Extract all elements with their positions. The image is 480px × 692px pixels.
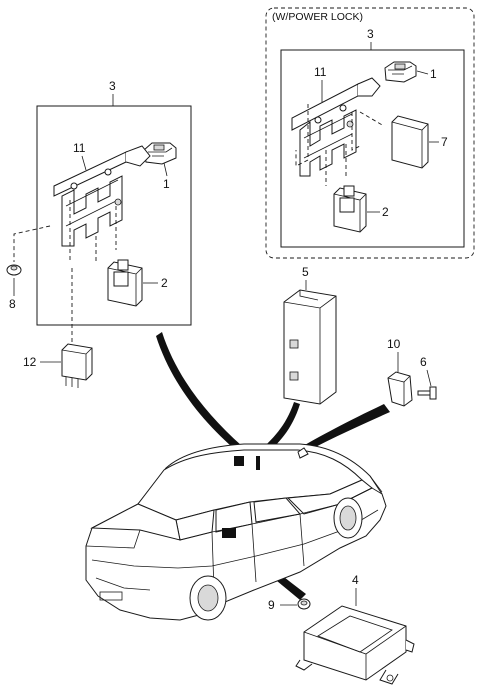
swoosh-10-to-car bbox=[296, 404, 390, 456]
label-12: 12 bbox=[23, 355, 37, 369]
part-2-module-left bbox=[107, 259, 143, 307]
label-2-right: 2 bbox=[382, 205, 389, 219]
power-lock-option-group: (W/POWER LOCK) 3 1 11 bbox=[265, 7, 475, 259]
car-mount-marker-2 bbox=[256, 456, 260, 470]
option-dashed-border bbox=[265, 7, 475, 259]
swoosh-left-to-car bbox=[156, 332, 242, 452]
part-11-bracket-left bbox=[53, 145, 151, 247]
bracket-left-dash bbox=[13, 200, 117, 262]
label-1-left: 1 bbox=[163, 177, 170, 191]
label-11-left-leader bbox=[81, 155, 87, 171]
assembly-box-left bbox=[36, 105, 192, 326]
label-3-right: 3 bbox=[367, 27, 374, 41]
part-12-relay bbox=[61, 343, 93, 388]
label-9: 9 bbox=[268, 598, 275, 612]
label-6: 6 bbox=[420, 355, 427, 369]
label-1-right: 1 bbox=[430, 67, 437, 81]
car-mount-marker-3 bbox=[222, 528, 236, 538]
part-11-bracket-right bbox=[291, 77, 381, 177]
part-5-module bbox=[283, 289, 337, 405]
part-6-bolt bbox=[417, 386, 437, 400]
bracket-right-dash bbox=[295, 104, 361, 186]
label-1-right-leader bbox=[416, 70, 429, 75]
sedan-illustration bbox=[85, 443, 387, 621]
label-7: 7 bbox=[441, 135, 448, 149]
part-1-right bbox=[384, 61, 417, 83]
label-1-left-leader bbox=[163, 162, 168, 177]
label-3-left: 3 bbox=[109, 79, 116, 93]
label-3-right-leader bbox=[281, 42, 464, 51]
left-assembly-group: 3 1 11 2 bbox=[13, 79, 192, 326]
label-11-left: 11 bbox=[73, 141, 86, 155]
label-4: 4 bbox=[352, 573, 359, 587]
label-3-left-leader bbox=[37, 94, 191, 107]
relay7-dash bbox=[359, 111, 385, 127]
part-10-relay bbox=[387, 371, 413, 407]
car-license-plate bbox=[99, 591, 123, 601]
part-4-airbag-module bbox=[295, 605, 415, 685]
part-2-module-right bbox=[333, 185, 367, 233]
label-10: 10 bbox=[387, 337, 401, 351]
part-9-nut bbox=[297, 598, 311, 610]
label-2-left: 2 bbox=[161, 276, 168, 290]
swoosh-5-to-car bbox=[258, 402, 300, 456]
car-rear-window bbox=[90, 503, 181, 541]
label-6-leader bbox=[426, 369, 432, 387]
label-11-right: 11 bbox=[314, 65, 327, 79]
label-8: 8 bbox=[9, 297, 16, 311]
car-mount-marker-1 bbox=[234, 456, 244, 466]
part-8-grommet bbox=[6, 264, 22, 276]
assembly-box-right bbox=[280, 49, 465, 248]
part-1-left bbox=[143, 142, 177, 165]
label-5: 5 bbox=[302, 265, 309, 279]
option-title: (W/POWER LOCK) bbox=[272, 11, 363, 23]
part-7-relay bbox=[391, 115, 429, 169]
